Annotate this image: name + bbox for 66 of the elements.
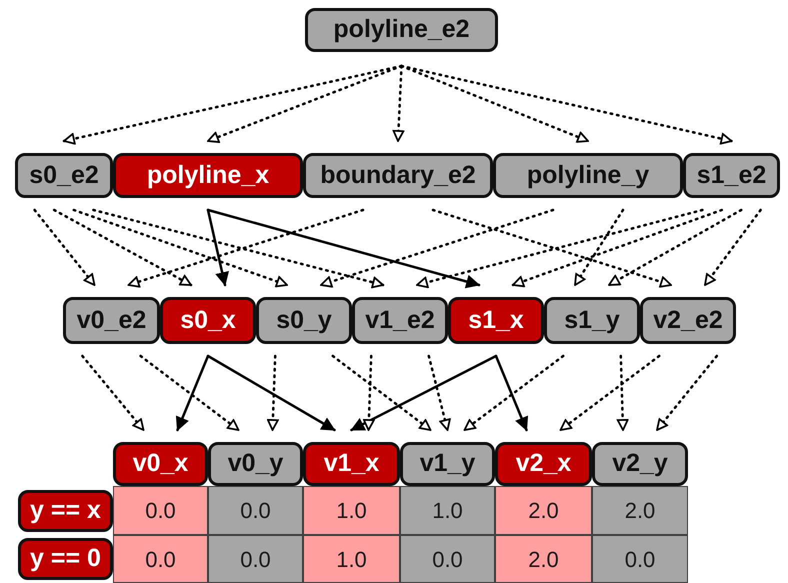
arrow	[206, 208, 480, 288]
arrow	[266, 354, 279, 432]
row-header: y == 0	[18, 538, 113, 580]
variable-node: v0_e2	[63, 297, 160, 344]
arrow	[416, 208, 704, 288]
value-cell: 2.0	[495, 535, 592, 583]
arrow	[127, 208, 364, 288]
highlighted-node: s1_x	[448, 297, 544, 344]
highlighted-node: v1_x	[303, 442, 400, 486]
variable-node: v1_e2	[352, 297, 448, 344]
arrow	[33, 208, 96, 286]
arrow	[559, 354, 660, 432]
arrow	[432, 208, 672, 288]
arrow	[320, 208, 554, 288]
value-cell: 0.0	[113, 535, 208, 583]
highlighted-node: polyline_x	[113, 153, 303, 198]
highlighted-node: v2_x	[495, 442, 592, 486]
variable-node: boundary_e2	[303, 153, 493, 198]
arrow	[332, 354, 432, 432]
variable-node: v2_e2	[640, 297, 736, 344]
arrow	[206, 208, 229, 286]
arrow	[206, 354, 336, 432]
arrow	[463, 354, 564, 432]
variable-node: v1_y	[400, 442, 495, 486]
value-cell: 2.0	[495, 486, 592, 535]
variable-node: polyline_y	[493, 153, 683, 198]
variable-node: polyline_e2	[305, 8, 498, 52]
variable-node: v0_y	[208, 442, 303, 486]
arrow	[350, 354, 498, 432]
highlighted-node: v0_x	[113, 442, 208, 486]
arrow	[139, 354, 240, 432]
value-cell: 1.0	[303, 486, 400, 535]
arrow	[512, 208, 724, 288]
value-cell: 0.0	[113, 486, 208, 535]
arrow	[62, 64, 403, 145]
value-cell: 0.0	[208, 486, 303, 535]
variable-node: s1_e2	[683, 153, 780, 198]
arrow	[400, 64, 590, 143]
arrow	[704, 208, 762, 286]
value-cell: 1.0	[400, 486, 495, 535]
arrow	[428, 354, 451, 432]
arrow	[656, 354, 718, 432]
value-cell: 0.0	[592, 535, 688, 583]
arrow	[206, 64, 403, 143]
arrow	[574, 208, 624, 286]
arrow	[608, 208, 742, 286]
variable-node: s0_e2	[15, 153, 113, 198]
value-cell: 0.0	[208, 535, 303, 583]
arrow	[72, 208, 288, 288]
value-cell: 2.0	[592, 486, 688, 535]
highlighted-node: s0_x	[160, 297, 256, 344]
arrow	[494, 354, 528, 432]
variable-node: s0_y	[256, 297, 352, 344]
arrow	[362, 354, 375, 432]
value-cell: 1.0	[303, 535, 400, 583]
row-header: y == x	[18, 490, 113, 532]
arrow	[392, 64, 404, 142]
value-cell: 0.0	[400, 535, 495, 583]
arrow	[616, 354, 629, 432]
arrow	[92, 208, 384, 288]
arrow	[52, 208, 192, 286]
arrow	[400, 64, 733, 145]
variable-node: v2_y	[592, 442, 688, 486]
arrow	[81, 354, 145, 432]
arrow	[176, 354, 210, 432]
variable-node: s1_y	[544, 297, 640, 344]
